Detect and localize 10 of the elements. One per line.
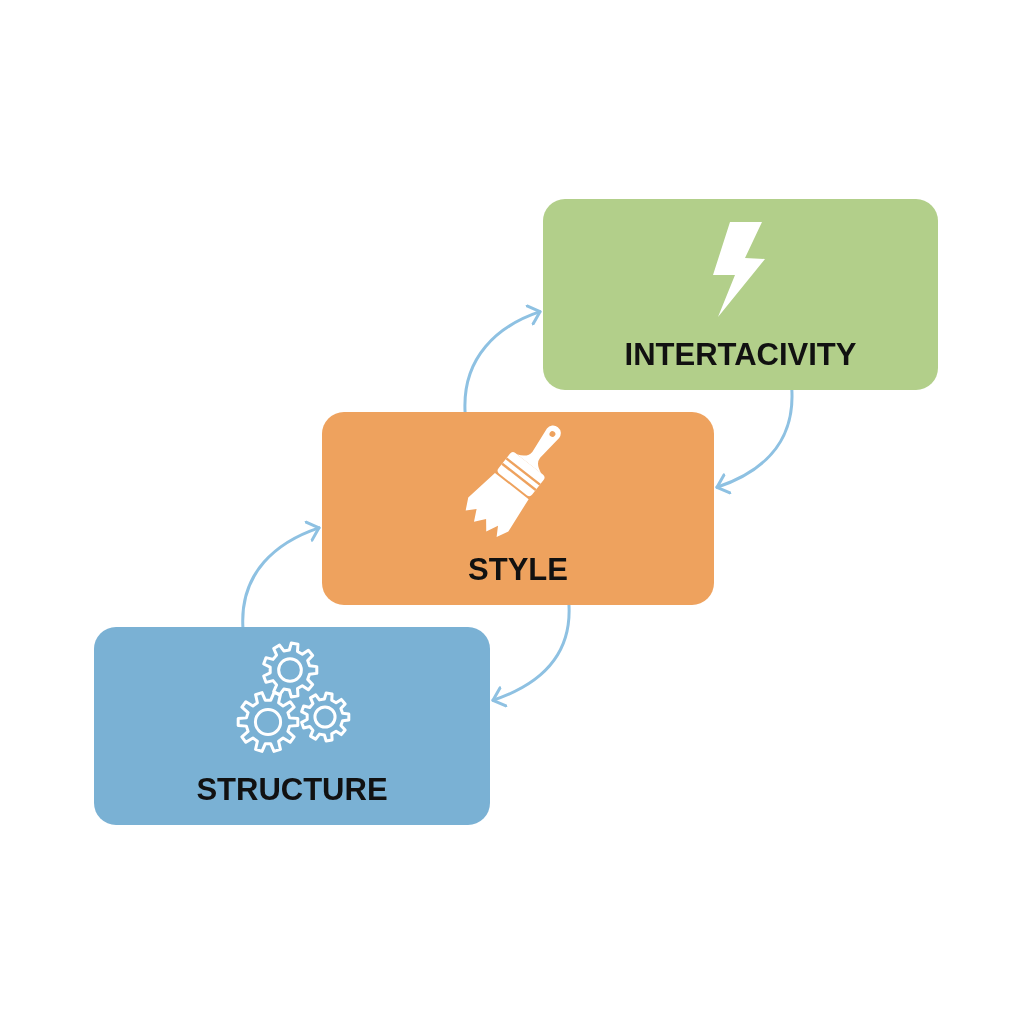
box-label: STRUCTURE — [196, 772, 388, 808]
box-label: STYLE — [468, 552, 568, 588]
process-box — [322, 412, 714, 605]
process-box — [94, 627, 490, 825]
process-box — [543, 199, 938, 390]
curved-arrow — [241, 521, 321, 629]
curved-arrow — [715, 388, 794, 495]
curved-arrow — [463, 304, 542, 414]
box-label: INTERTACIVITY — [624, 337, 857, 373]
curved-arrow — [491, 603, 571, 708]
